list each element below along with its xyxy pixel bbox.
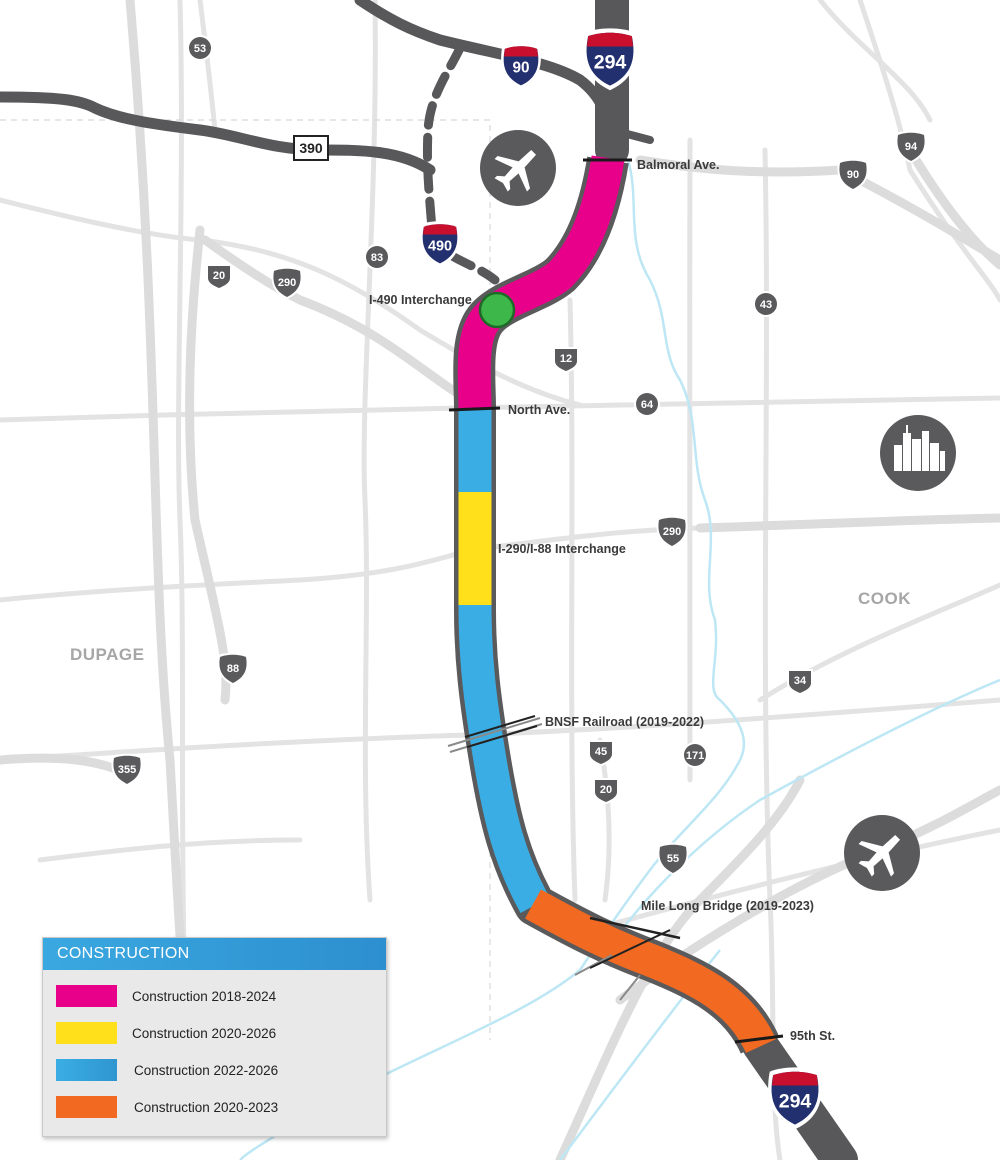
- shield-number: 64: [641, 399, 654, 411]
- i294-construction-segments: [457, 155, 777, 1054]
- route-shield-390: 390: [293, 135, 329, 161]
- route-shield-20: 20: [593, 778, 619, 804]
- legend-item-2020-2023: Construction 2020-2023: [56, 1096, 278, 1118]
- route-shields: 294 294 90 490 390 53 83 20 290 12 64 43 90 94 290 88 34…: [111, 28, 927, 1130]
- interstate-shield-490: 490: [420, 221, 460, 267]
- label-95th-st: 95th St.: [790, 1029, 835, 1043]
- interstate-shield-90: 90: [501, 43, 541, 89]
- label-mile-long-bridge: Mile Long Bridge (2019-2023): [641, 899, 814, 913]
- bnsf-railroad-crossing: [447, 715, 543, 753]
- legend-swatch-blue: [56, 1059, 117, 1081]
- shield-number: 55: [667, 853, 679, 865]
- segment-2020-2023: [525, 889, 777, 1054]
- route-shield-90: 90: [837, 158, 869, 191]
- route-shield-94: 94: [895, 130, 927, 163]
- county-boundary: [0, 119, 491, 1040]
- shield-number: 43: [760, 299, 772, 311]
- legend-item-2022-2026: Construction 2022-2026: [56, 1059, 278, 1081]
- shield-number: 90: [847, 169, 859, 181]
- route-shield-53: 53: [187, 35, 213, 61]
- route-shield-20: 20: [206, 264, 232, 290]
- legend-label: Construction 2022-2026: [134, 1062, 279, 1078]
- shield-number: 20: [213, 270, 225, 282]
- mile-long-bridge-rail: [574, 916, 681, 1001]
- shield-number: 53: [194, 43, 206, 55]
- shield-number: 294: [779, 1090, 812, 1112]
- route-shield-64: 64: [634, 391, 660, 417]
- interstate-shield-294: 294: [583, 28, 637, 91]
- label-balmoral: Balmoral Ave.: [637, 158, 719, 172]
- shield-number: 83: [371, 252, 383, 264]
- segment-2022-2026-south: [458, 604, 550, 914]
- route-shield-171: 171: [682, 742, 708, 768]
- legend-label: Construction 2020-2023: [134, 1099, 279, 1115]
- shield-number: 12: [560, 353, 572, 365]
- city-skyline-icon: [880, 415, 956, 491]
- legend-label: Construction 2018-2024: [132, 988, 277, 1004]
- construction-legend: CONSTRUCTION Construction 2018-2024 Cons…: [42, 937, 387, 1137]
- county-label-dupage: DUPAGE: [70, 645, 144, 664]
- legend-swatch-orange: [56, 1096, 117, 1118]
- label-i490-interchange: I-490 Interchange: [369, 293, 472, 307]
- legend-swatch-magenta: [56, 985, 117, 1007]
- route-shield-45: 45: [588, 740, 614, 766]
- label-bnsf-railroad: BNSF Railroad (2019-2022): [545, 715, 704, 729]
- shield-number: 290: [278, 277, 296, 289]
- route-shield-34: 34: [787, 669, 813, 695]
- shield-number: 94: [905, 141, 918, 153]
- route-shield-290: 290: [656, 515, 688, 548]
- airport-icon: [480, 130, 556, 206]
- shield-number: 171: [686, 750, 704, 762]
- shield-number: 294: [594, 51, 627, 73]
- i490-proposed-route: [422, 43, 500, 285]
- route-shield-355: 355: [111, 753, 143, 786]
- shield-number: 88: [227, 663, 239, 675]
- route-shield-12: 12: [553, 347, 579, 373]
- route-shield-43: 43: [753, 291, 779, 317]
- legend-swatch-yellow: [56, 1022, 117, 1044]
- legend-item-2020-2026: Construction 2020-2026: [56, 1022, 276, 1044]
- label-north-ave: North Ave.: [508, 403, 570, 417]
- shield-number: 45: [595, 746, 607, 758]
- shield-number: 490: [428, 239, 452, 255]
- shield-number: 355: [118, 764, 136, 776]
- route-shield-83: 83: [364, 244, 390, 270]
- shield-number: 90: [512, 60, 529, 77]
- route-shield-55: 55: [657, 842, 689, 875]
- county-label-cook: COOK: [858, 589, 911, 608]
- label-i290-i88-interchange: I-290/I-88 Interchange: [498, 542, 626, 556]
- legend-item-2018-2024: Construction 2018-2024: [56, 985, 276, 1007]
- shield-number: 390: [299, 140, 323, 156]
- route-shield-290: 290: [271, 266, 303, 299]
- legend-title: CONSTRUCTION: [43, 938, 386, 970]
- segment-2018-2024: [457, 155, 625, 410]
- segment-limit-markers: [448, 158, 784, 1044]
- shield-number: 20: [600, 784, 612, 796]
- legend-label: Construction 2020-2026: [132, 1025, 277, 1041]
- route-shield-88: 88: [217, 652, 249, 685]
- interstate-shield-294: 294: [768, 1067, 822, 1130]
- shield-number: 34: [794, 675, 807, 687]
- shield-number: 290: [663, 526, 681, 538]
- airport-icon: [844, 815, 920, 891]
- i490-interchange-marker[interactable]: [478, 291, 516, 329]
